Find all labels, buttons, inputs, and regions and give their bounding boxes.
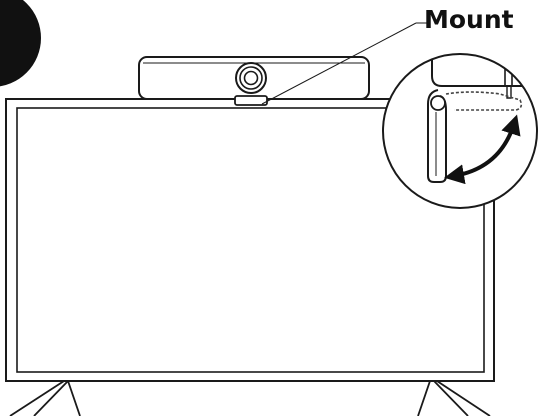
mount-clip bbox=[234, 95, 268, 106]
double-headed-curved-arrow-icon bbox=[444, 114, 521, 185]
callout-leader-line bbox=[261, 22, 417, 105]
camera-lens-icon bbox=[235, 62, 267, 94]
step-badge bbox=[0, 0, 41, 87]
mount-label: Mount bbox=[424, 5, 514, 34]
tv-stand-left bbox=[9, 380, 81, 416]
tv-stand-right bbox=[417, 380, 491, 416]
zoom-detail-circle bbox=[382, 53, 538, 209]
zoom-detail-content bbox=[427, 54, 537, 185]
